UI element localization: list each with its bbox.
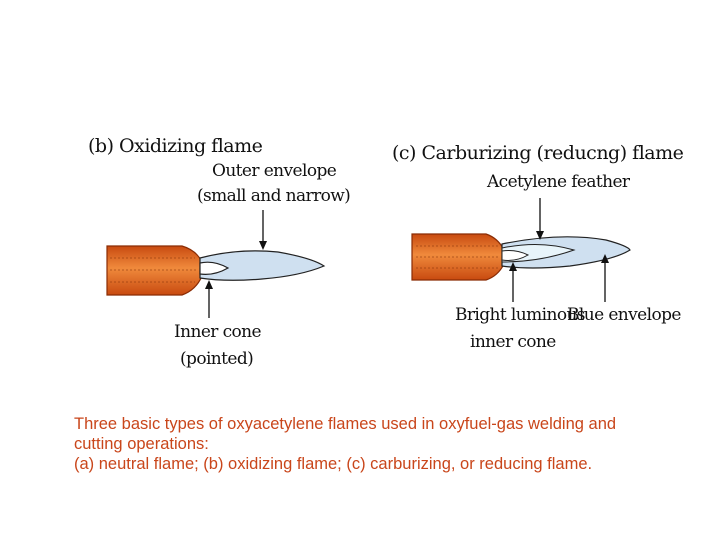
outer-envelope-label: Outer envelope [212, 161, 337, 181]
acetylene-feather-label: Acetylene feather [487, 172, 630, 192]
carburizing-flame-figure [411, 198, 631, 302]
inner-cone-label: Inner cone [174, 322, 262, 342]
blue-envelope-label: Blue envelope [567, 305, 681, 325]
caption-line-2: cutting operations: [74, 435, 209, 453]
inner-cone-b [199, 261, 230, 275]
bright-inner-cone-c [501, 250, 530, 261]
inner-cone-sublabel: (pointed) [180, 349, 254, 369]
caption-line-3: (a) neutral flame; (b) oxidizing flame; … [74, 455, 593, 473]
outer-envelope-sublabel: (small and narrow) [197, 186, 351, 206]
oxidizing-flame-title: (b) Oxidizing flame [88, 135, 263, 157]
carburizing-flame-title: (c) Carburizing (reducng) flame [392, 142, 684, 164]
torch-tip-b [106, 245, 203, 296]
bright-luminous-label: Bright luminous [455, 305, 586, 325]
inner-cone-c-label: inner cone [470, 332, 556, 352]
caption-line-1: Three basic types of oxyacetylene flames… [74, 415, 617, 433]
figure-caption: Three basic types of oxyacetylene flames… [74, 414, 694, 474]
oxidizing-flame-figure [106, 210, 326, 318]
outer-envelope-b [199, 250, 326, 281]
